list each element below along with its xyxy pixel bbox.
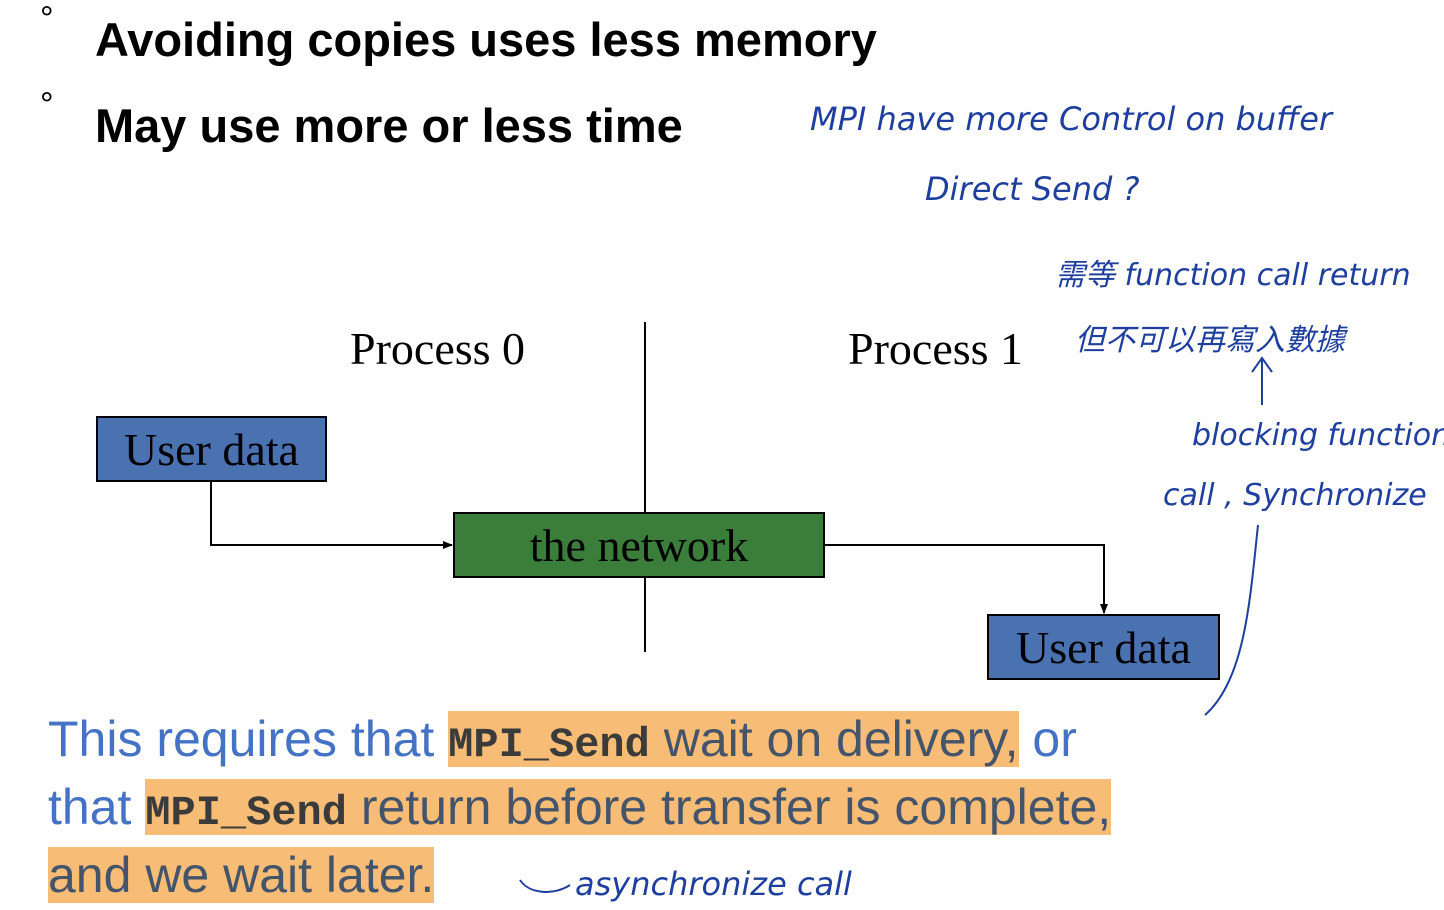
bullet-mark: ° — [40, 0, 54, 38]
note-wait-return: 需等 function call return — [1055, 258, 1411, 293]
code-mpi-send: MPI_Send — [448, 721, 650, 769]
bottom-line-2: that MPI_Send return before transfer is … — [48, 776, 1348, 844]
text-segment: that — [48, 779, 146, 835]
receive-arrow — [824, 544, 1108, 614]
code-mpi-send: MPI_Send — [145, 789, 347, 837]
sender-user-data-box: User data — [96, 416, 327, 482]
text-segment: return before transfer is complete, — [346, 779, 1112, 835]
note-blocking: blocking function — [1192, 418, 1444, 453]
text-segment: This requires that — [48, 711, 449, 767]
note-synchronize: call , Synchronize — [1163, 478, 1427, 513]
bottom-paragraph: This requires that MPI_Send wait on deli… — [48, 708, 1348, 906]
receiver-user-data-box: User data — [987, 614, 1220, 680]
send-arrow — [210, 482, 453, 549]
bullet-text: Avoiding copies uses less memory — [95, 13, 877, 66]
note-direct-send: Direct Send ? — [925, 170, 1139, 208]
text-segment: or — [1018, 711, 1077, 767]
text-segment: and we wait later. — [48, 847, 435, 903]
bullet-text: May use more or less time — [95, 99, 683, 152]
note-asynchronize: asynchronize call — [575, 865, 852, 903]
note-buffer-control: MPI have more Control on buffer — [810, 100, 1334, 138]
bullet-mark: ° — [40, 86, 54, 124]
network-box: the network — [453, 512, 825, 578]
annotation-dash — [519, 879, 571, 893]
annotation-connector — [1204, 524, 1259, 716]
note-no-write: 但不可以再寫入數據 — [1075, 323, 1349, 358]
process-1-label: Process 1 — [848, 323, 1024, 374]
annotation-arrow-head — [1251, 356, 1273, 373]
text-segment: wait on delivery, — [649, 711, 1019, 767]
bottom-line-3: and we wait later. — [48, 844, 1348, 906]
process-0-label: Process 0 — [350, 323, 526, 374]
bottom-line-1: This requires that MPI_Send wait on deli… — [48, 708, 1348, 776]
